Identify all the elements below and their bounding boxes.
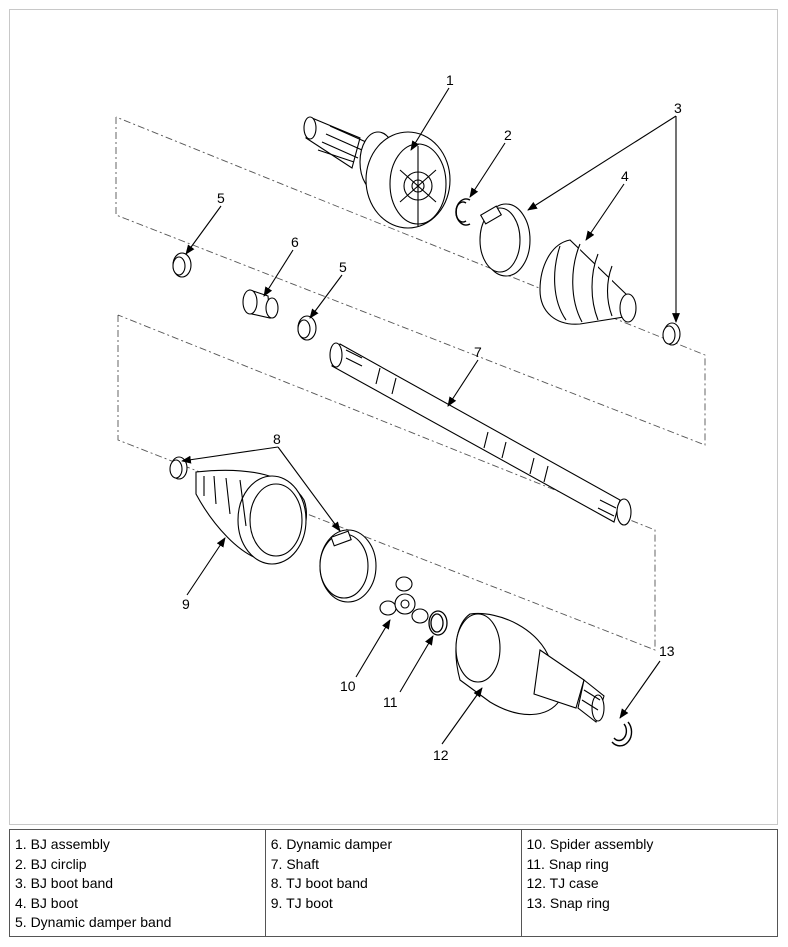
callout-3: 3	[674, 100, 682, 116]
legend-item: 3. BJ boot band	[15, 875, 114, 891]
legend-item: 4. BJ boot	[15, 894, 79, 911]
legend-column-1: 1. BJ assembly 2. BJ circlip 3. BJ boot …	[9, 829, 266, 937]
bj-boot-band-large	[479, 203, 531, 277]
snap-ring-11	[428, 610, 448, 636]
legend-item: 11. Snap ring	[526, 855, 609, 872]
dynamic-damper-band-left	[172, 252, 192, 278]
legend-column-3: 10. Spider assembly 11. Snap ring 12. TJ…	[520, 829, 778, 937]
dynamic-damper-band-right	[297, 315, 317, 341]
parts-legend-table: 1. BJ assembly 2. BJ circlip 3. BJ boot …	[9, 829, 778, 937]
callout-labels: 1 2 3 4 5 6 5 7 8 9 10 11 12 13	[182, 72, 682, 763]
bj-circlip	[455, 198, 471, 226]
legend-column-2: 6. Dynamic damper 7. Shaft 8. TJ boot ba…	[264, 829, 522, 937]
tj-boot-band-large	[319, 529, 377, 603]
tj-case	[455, 612, 605, 723]
legend-item: 9. TJ boot	[270, 894, 333, 911]
snap-ring-13	[611, 721, 633, 747]
legend-item: 7. Shaft	[270, 855, 320, 872]
legend-item: 13. Snap ring	[526, 894, 610, 911]
bj-boot	[539, 239, 637, 325]
legend-item: 10. Spider assembly	[526, 836, 654, 852]
callout-10: 10	[340, 678, 356, 694]
callout-5b: 5	[339, 259, 347, 275]
assembly-guide-lines	[115, 116, 706, 651]
callout-6: 6	[291, 234, 299, 250]
callout-4: 4	[621, 168, 629, 184]
callout-9: 9	[182, 596, 190, 612]
legend-item: 12. TJ case	[526, 875, 599, 891]
exploded-view-diagram: 1 2 3 4 5 6 5 7 8 9 10 11 12 13	[115, 72, 706, 763]
callout-11: 11	[383, 694, 398, 710]
legend-item: 5. Dynamic damper band	[15, 914, 172, 930]
callout-7: 7	[474, 344, 482, 360]
tj-boot	[195, 469, 307, 565]
dynamic-damper	[242, 289, 279, 319]
shaft	[329, 342, 632, 526]
legend-item: 6. Dynamic damper	[270, 836, 393, 852]
leader-lines	[181, 87, 680, 745]
callout-2: 2	[504, 127, 512, 143]
callout-8: 8	[273, 431, 281, 447]
legend-item: 1. BJ assembly	[15, 836, 110, 852]
callout-5a: 5	[217, 190, 225, 206]
spider-assembly	[379, 576, 429, 624]
callout-12: 12	[433, 747, 449, 763]
callout-1: 1	[446, 72, 454, 88]
legend-item: 2. BJ circlip	[15, 855, 87, 872]
legend-item: 8. TJ boot band	[270, 875, 368, 891]
callout-13: 13	[659, 643, 675, 659]
bj-assembly	[303, 116, 451, 229]
bj-boot-band-small	[662, 322, 681, 346]
